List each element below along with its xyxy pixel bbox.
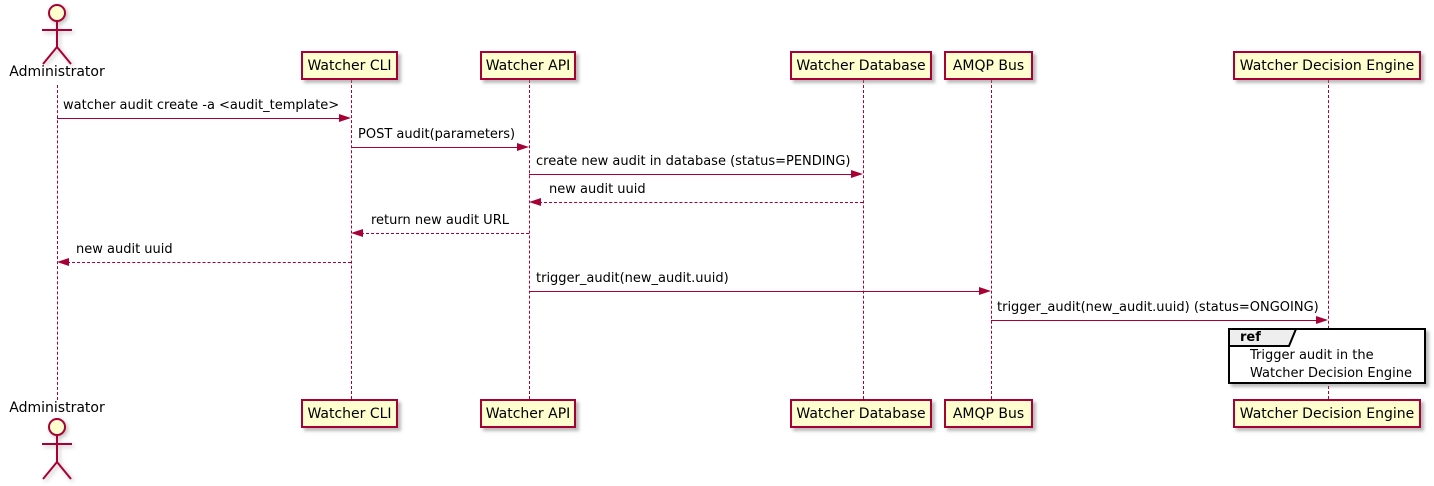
message-5-line (361, 233, 529, 234)
message-4-line (539, 202, 863, 203)
participant-watcher-api-bottom: Watcher API (480, 399, 576, 428)
actor-icon-top (42, 4, 72, 65)
message-6-line (67, 262, 351, 263)
message-8-label: trigger_audit(new_audit.uuid) (status=ON… (997, 300, 1319, 315)
message-7-line (529, 291, 979, 292)
lifeline-amqp-bus (991, 80, 992, 399)
lifeline-administrator (57, 85, 58, 400)
message-7-arrowhead-icon (979, 287, 991, 295)
message-1-arrowhead-icon (339, 114, 351, 122)
message-2-line (351, 147, 517, 148)
actor-label-bottom: Administrator (9, 400, 105, 416)
message-2-label: POST audit(parameters) (358, 127, 516, 142)
actor-label-top: Administrator (9, 64, 105, 80)
ref-body-line2: Watcher Decision Engine (1250, 366, 1412, 381)
participant-amqp-bus-top: AMQP Bus (944, 51, 1033, 80)
ref-body: Trigger audit in the Watcher Decision En… (1250, 347, 1412, 383)
message-3-label: create new audit in database (status=PEN… (536, 154, 851, 169)
participant-watcher-decision-engine-top: Watcher Decision Engine (1233, 51, 1421, 80)
message-1-label: watcher audit create -a <audit_template> (63, 98, 340, 113)
lifeline-watcher-cli (351, 80, 352, 399)
participant-amqp-bus-bottom: AMQP Bus (944, 399, 1033, 428)
message-5-arrowhead-icon (351, 229, 363, 237)
ref-tab-shape (1228, 328, 1298, 347)
message-4-label: new audit uuid (549, 182, 646, 197)
message-3-arrowhead-icon (851, 170, 863, 178)
participant-watcher-cli-bottom: Watcher CLI (301, 399, 398, 428)
participant-watcher-database-bottom: Watcher Database (790, 399, 932, 428)
ref-body-line1: Trigger audit in the (1250, 348, 1374, 363)
message-3-line (529, 174, 851, 175)
lifeline-watcher-decision-engine (1328, 80, 1329, 399)
participant-watcher-decision-engine-bottom: Watcher Decision Engine (1233, 399, 1421, 428)
message-6-label: new audit uuid (76, 242, 173, 257)
lifeline-watcher-api (529, 80, 530, 399)
message-4-arrowhead-icon (529, 198, 541, 206)
participant-watcher-cli-top: Watcher CLI (301, 51, 398, 80)
lifeline-watcher-database (863, 80, 864, 399)
message-6-arrowhead-icon (57, 258, 69, 266)
message-5-label: return new audit URL (371, 213, 509, 228)
message-8-line (991, 320, 1316, 321)
message-7-label: trigger_audit(new_audit.uuid) (536, 271, 729, 286)
ref-keyword: ref (1240, 330, 1261, 345)
participant-watcher-database-top: Watcher Database (790, 51, 932, 80)
message-2-arrowhead-icon (517, 143, 529, 151)
message-1-line (57, 118, 339, 119)
actor-icon-bottom (42, 418, 72, 480)
message-8-arrowhead-icon (1316, 316, 1328, 324)
ref-fragment: ref Trigger audit in the Watcher Decisio… (1228, 328, 1426, 384)
participant-watcher-api-top: Watcher API (480, 51, 576, 80)
